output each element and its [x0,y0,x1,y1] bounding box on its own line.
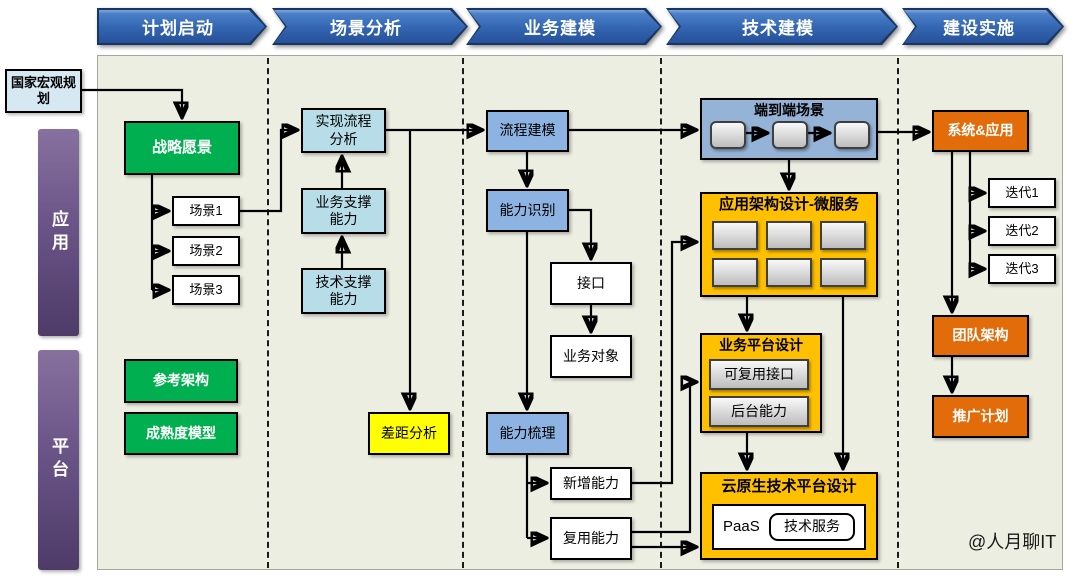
box-iteration-1: 迭代1 [988,178,1056,208]
microservice-box [820,258,866,287]
box-business-object: 业务对象 [550,335,632,378]
box-interface: 接口 [550,262,632,305]
phase-label: 计划启动 [142,19,214,38]
e2e-step-box [772,121,808,149]
phase-banner-business: 业务建模 [466,8,662,45]
phase-banner-plan: 计划启动 [97,8,267,45]
container-cloud-native-platform: 云原生技术平台设计 PaaS 技术服务 [700,472,878,560]
container-business-platform-title: 业务平台设计 [719,337,803,353]
container-e2e-scenario: 端到端场景 [700,98,878,160]
box-strategic-vision: 战略愿景 [124,121,240,175]
phase-label: 技术建模 [742,19,814,38]
microservice-box [766,258,812,287]
box-national-macro-plan: 国家宏观规划 [5,69,82,113]
lane-platform: 平台 [38,350,79,570]
box-gap-analysis: 差距分析 [368,412,450,455]
container-app-architecture: 应用架构设计-微服务 [700,192,878,297]
phase-separator [660,58,662,568]
box-rollout-plan: 推广计划 [932,395,1029,438]
watermark: @人月聊IT [968,532,1057,552]
phase-separator [897,58,899,568]
lane-application: 应用 [38,129,79,336]
box-realize-process-analysis: 实现流程分析 [301,108,386,153]
e2e-step-box [834,121,870,149]
paas-panel: PaaS 技术服务 [712,504,866,550]
box-process-modeling: 流程建模 [486,110,569,152]
phase-banner-scenario: 场景分析 [272,8,468,45]
box-team-structure: 团队架构 [932,315,1029,357]
box-system-app: 系统&应用 [932,110,1029,152]
box-backend-capability: 后台能力 [709,396,809,427]
e2e-step-box [710,121,746,149]
microservice-box [766,221,812,250]
box-tech-service: 技术服务 [769,513,855,541]
box-capability-sorting: 能力梳理 [486,412,569,455]
microservice-box [712,221,758,250]
box-scenario-1: 场景1 [172,196,240,226]
microservice-box [820,221,866,250]
phase-label: 建设实施 [943,19,1015,38]
container-app-architecture-title: 应用架构设计-微服务 [719,196,859,213]
phase-label: 业务建模 [524,19,596,38]
paas-label: PaaS [723,517,760,535]
box-business-support-capability: 业务支撑能力 [301,188,386,234]
box-scenario-2: 场景2 [172,236,240,266]
box-reuse-capability: 复用能力 [550,517,632,560]
box-new-capability: 新增能力 [550,467,632,500]
box-iteration-2: 迭代2 [988,216,1056,246]
box-tech-support-capability: 技术支撑能力 [301,268,386,314]
box-reference-architecture: 参考架构 [124,359,238,403]
container-e2e-title: 端到端场景 [754,102,824,118]
phase-separator [462,58,464,568]
box-iteration-3: 迭代3 [988,254,1056,284]
microservice-box [712,258,758,287]
phase-separator [267,58,269,568]
phase-banner-technical: 技术建模 [666,8,898,45]
box-capability-identification: 能力识别 [486,189,569,232]
phase-banner-implementation: 建设实施 [902,8,1064,45]
box-maturity-model: 成熟度模型 [124,412,238,455]
container-cloud-native-title: 云原生技术平台设计 [721,478,857,495]
box-reusable-interface: 可复用接口 [709,359,809,390]
box-scenario-3: 场景3 [172,275,240,305]
phase-label: 场景分析 [330,19,402,38]
container-business-platform: 业务平台设计 可复用接口 后台能力 [700,333,822,433]
